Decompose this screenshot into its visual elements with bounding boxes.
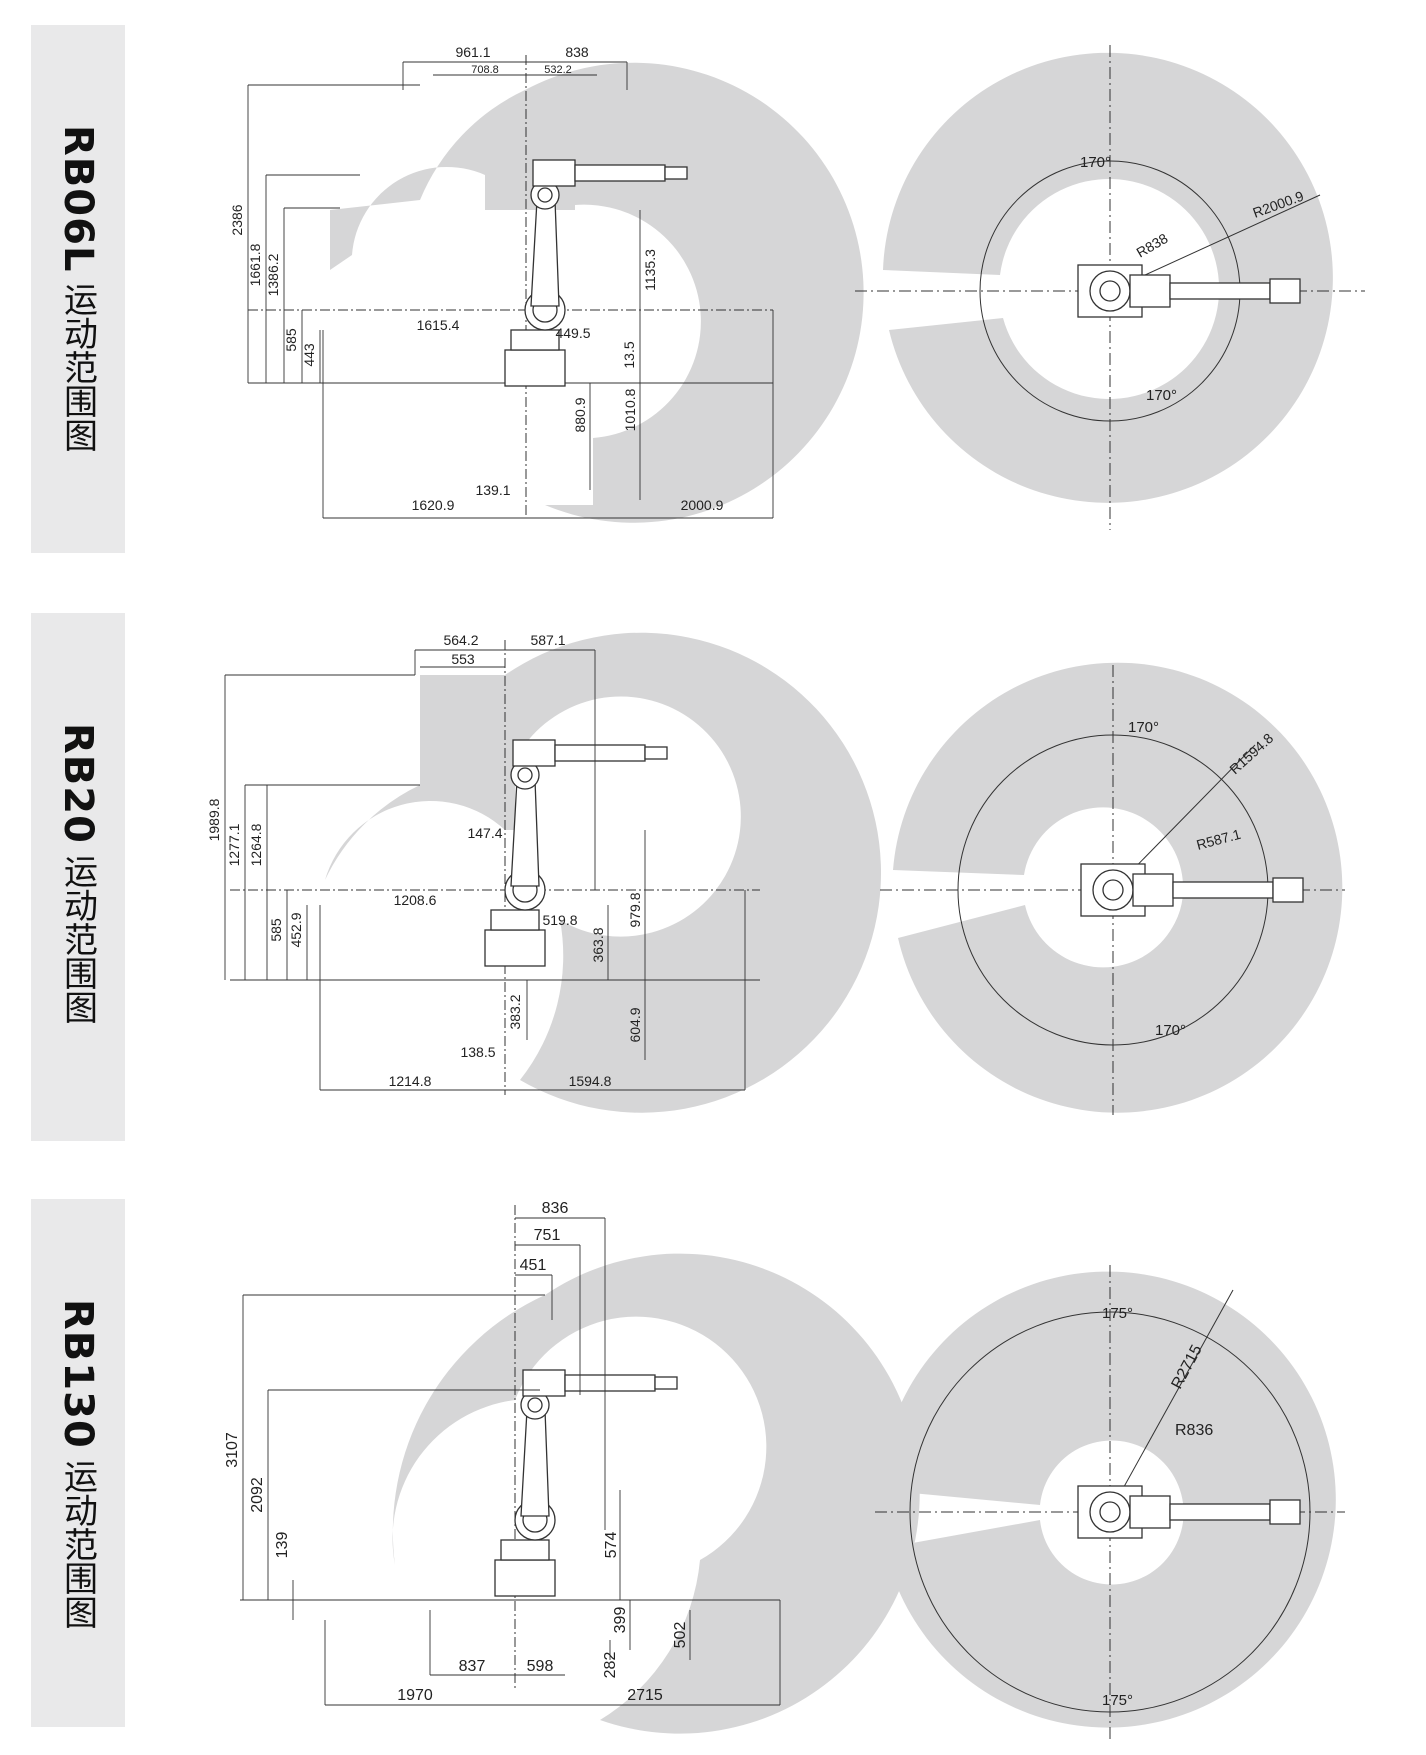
dim-label: 604.9 [627, 1007, 643, 1042]
dim-label: 1264.8 [248, 823, 264, 866]
dim-label: 383.2 [507, 994, 523, 1029]
work-envelope [893, 662, 1343, 1113]
dim-label: 838 [565, 44, 589, 60]
dim-label: 449.5 [555, 325, 590, 341]
top-view-rb06l: 170° 170° R2000.9 R838 [855, 45, 1365, 530]
work-envelope [325, 632, 882, 1113]
dim-label: 2386 [229, 204, 245, 235]
angle-label: 170° [1146, 387, 1177, 404]
side-view-rb06l: 961.1 838 708.8 532.2 2386 1661.8 1386.2… [229, 44, 864, 523]
top-view-rb20: 170° 170° R1594.8 R587.1 [880, 662, 1345, 1115]
dim-label: 363.8 [590, 927, 606, 962]
section-subtitle: 运动范围图 [57, 1458, 98, 1629]
dim-label: 585 [283, 328, 299, 352]
dim-label: 837 [459, 1658, 486, 1675]
angle-label: 175° [1102, 1692, 1133, 1709]
dim-label: 1214.8 [389, 1073, 432, 1089]
dim-label: 836 [542, 1200, 569, 1217]
model-name: RB20 [55, 723, 101, 844]
dim-label: 443 [301, 343, 317, 367]
model-name: RB06L [55, 125, 101, 273]
angle-label: 170° [1128, 719, 1159, 736]
dim-label: 139 [274, 1532, 291, 1559]
dim-label: 598 [527, 1658, 554, 1675]
dim-label: 147.4 [467, 825, 502, 841]
dim-label: 451 [520, 1257, 547, 1274]
dim-label: 961.1 [455, 44, 490, 60]
dim-label: 1277.1 [226, 823, 242, 866]
section-subtitle: 运动范围图 [57, 282, 98, 453]
section-panel-rb130: RB130 运动范围图 [31, 1199, 125, 1727]
dim-label: 880.9 [572, 397, 588, 432]
section-title: RB130 运动范围图 [31, 1299, 125, 1629]
angle-label: 170° [1155, 1022, 1186, 1039]
work-envelope [330, 62, 864, 523]
work-envelope [883, 52, 1333, 503]
dim-label: 3107 [224, 1432, 241, 1468]
work-envelope [880, 1271, 1336, 1728]
dim-label: 564.2 [443, 632, 478, 648]
radius-label: R836 [1175, 1422, 1213, 1439]
dim-label: 574 [603, 1532, 620, 1559]
dim-label: 2092 [249, 1477, 266, 1513]
dim-label: 282 [602, 1652, 619, 1679]
dim-label: 1661.8 [247, 243, 263, 286]
side-view-rb20: 564.2 587.1 553 1989.8 1277.1 1264.8 585… [206, 632, 882, 1113]
model-name: RB130 [55, 1299, 101, 1449]
dim-label: 751 [534, 1227, 561, 1244]
dim-label: 399 [612, 1607, 629, 1634]
section-title: RB06L 运动范围图 [31, 125, 125, 452]
top-view-rb130: 175° 175° R2715 R836 [875, 1265, 1345, 1740]
dim-label: 1620.9 [412, 497, 455, 513]
dim-label: 502 [672, 1622, 689, 1649]
dim-label: 138.5 [460, 1044, 495, 1060]
dim-label: 979.8 [627, 892, 643, 927]
dim-label: 532.2 [544, 64, 572, 76]
section-panel-rb20: RB20 运动范围图 [31, 613, 125, 1141]
dim-label: 2000.9 [681, 497, 724, 513]
dim-label: 1208.6 [394, 892, 437, 908]
dim-label: 1010.8 [622, 388, 638, 431]
dim-label: 1386.2 [265, 253, 281, 296]
dim-label: 1135.3 [642, 249, 658, 291]
angle-label: 175° [1102, 1305, 1133, 1322]
angle-label: 170° [1080, 154, 1111, 171]
dim-label: 708.8 [471, 64, 499, 76]
dim-label: 13.5 [621, 341, 637, 368]
dim-label: 553 [451, 651, 475, 667]
dim-label: 1970 [397, 1687, 433, 1704]
dim-label: 452.9 [288, 912, 304, 947]
section-subtitle: 运动范围图 [57, 853, 98, 1024]
dim-label: 1615.4 [417, 317, 460, 333]
dim-label: 585 [268, 918, 284, 942]
dim-label: 1594.8 [569, 1073, 612, 1089]
dim-label: 519.8 [542, 912, 577, 928]
dim-label: 2715 [627, 1687, 663, 1704]
dim-label: 139.1 [475, 482, 510, 498]
section-panel-rb06l: RB06L 运动范围图 [31, 25, 125, 553]
section-title: RB20 运动范围图 [31, 723, 125, 1024]
side-view-rb130: 836 751 451 3107 2092 139 574 399 502 28… [224, 1200, 920, 1734]
dim-label: 587.1 [530, 632, 565, 648]
dim-label: 1989.8 [206, 798, 222, 841]
